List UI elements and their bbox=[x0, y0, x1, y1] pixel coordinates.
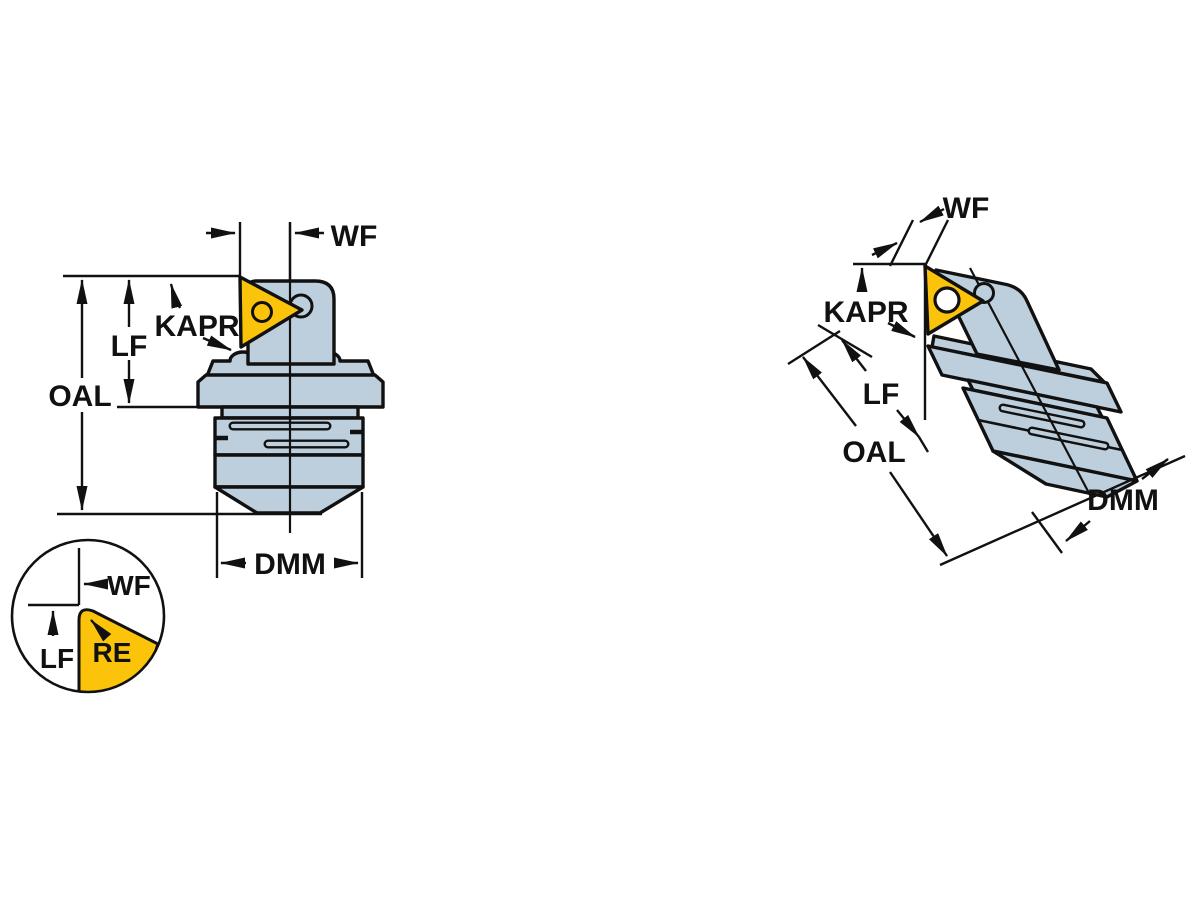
front-dmm-label: DMM bbox=[254, 548, 326, 581]
rotated-insert-hole bbox=[933, 286, 961, 314]
detail-re-label: RE bbox=[93, 637, 132, 668]
front-kapr-label: KAPR bbox=[154, 310, 239, 343]
detail-circle-outline bbox=[10, 538, 166, 694]
detail-lf-label: LF bbox=[40, 643, 74, 674]
rotated-flange bbox=[926, 344, 1123, 414]
rotated-centerline bbox=[969, 267, 1091, 496]
rotated-wf-label: WF bbox=[943, 192, 990, 225]
rotated-wf-arrow-b bbox=[919, 205, 945, 224]
front-kapr-arrow-up bbox=[169, 283, 183, 309]
detail-dimensions bbox=[28, 548, 112, 642]
rotated-wf-arrow-a bbox=[871, 241, 898, 259]
rotated-wf-ext-a bbox=[888, 219, 915, 267]
rotated-oal-label: OAL bbox=[842, 436, 905, 469]
rotated-dmm-label: DMM bbox=[1087, 484, 1159, 517]
rotated-kapr-arrow-down bbox=[887, 321, 916, 339]
rotated-bottom-plane-line bbox=[939, 454, 1186, 567]
rotated-dmm-tick bbox=[1031, 511, 1063, 554]
front-view: WF KAPR LF OAL DMM bbox=[48, 220, 385, 581]
front-insert-hole bbox=[251, 301, 273, 323]
rotated-lf-arrow-up bbox=[841, 339, 867, 372]
front-wf-label: WF bbox=[331, 220, 378, 253]
rotated-taper bbox=[991, 449, 1139, 499]
rotated-dimensions bbox=[787, 205, 1186, 567]
rotated-kapr-label: KAPR bbox=[823, 296, 908, 329]
detail-view: WF LF RE bbox=[10, 538, 166, 694]
rotated-tip-plane-line bbox=[787, 329, 841, 366]
front-lf-label: LF bbox=[111, 330, 148, 363]
front-kapr-arrow-down bbox=[202, 335, 232, 352]
rotated-coupling-slots bbox=[977, 403, 1123, 452]
rotated-view: WF KAPR LF OAL DMM bbox=[787, 192, 1186, 567]
rotated-lf-label: LF bbox=[863, 378, 900, 411]
rotated-oal-arrow-up bbox=[802, 356, 857, 427]
rotated-dmm-arrow-a bbox=[1065, 520, 1091, 542]
front-dimensions bbox=[57, 222, 364, 578]
rotated-dmm-arrow-b bbox=[1141, 458, 1169, 480]
rotated-lf-overshoot bbox=[917, 436, 930, 453]
detail-wf-label: WF bbox=[107, 570, 151, 601]
rotated-wf-ext-b bbox=[923, 219, 950, 267]
rotated-lf-arrow-down bbox=[896, 409, 920, 438]
front-coupling-slots bbox=[215, 421, 363, 449]
detail-re-arrow bbox=[90, 619, 112, 642]
rotated-oal-arrow-down bbox=[889, 471, 948, 557]
front-oal-label: OAL bbox=[48, 380, 111, 413]
